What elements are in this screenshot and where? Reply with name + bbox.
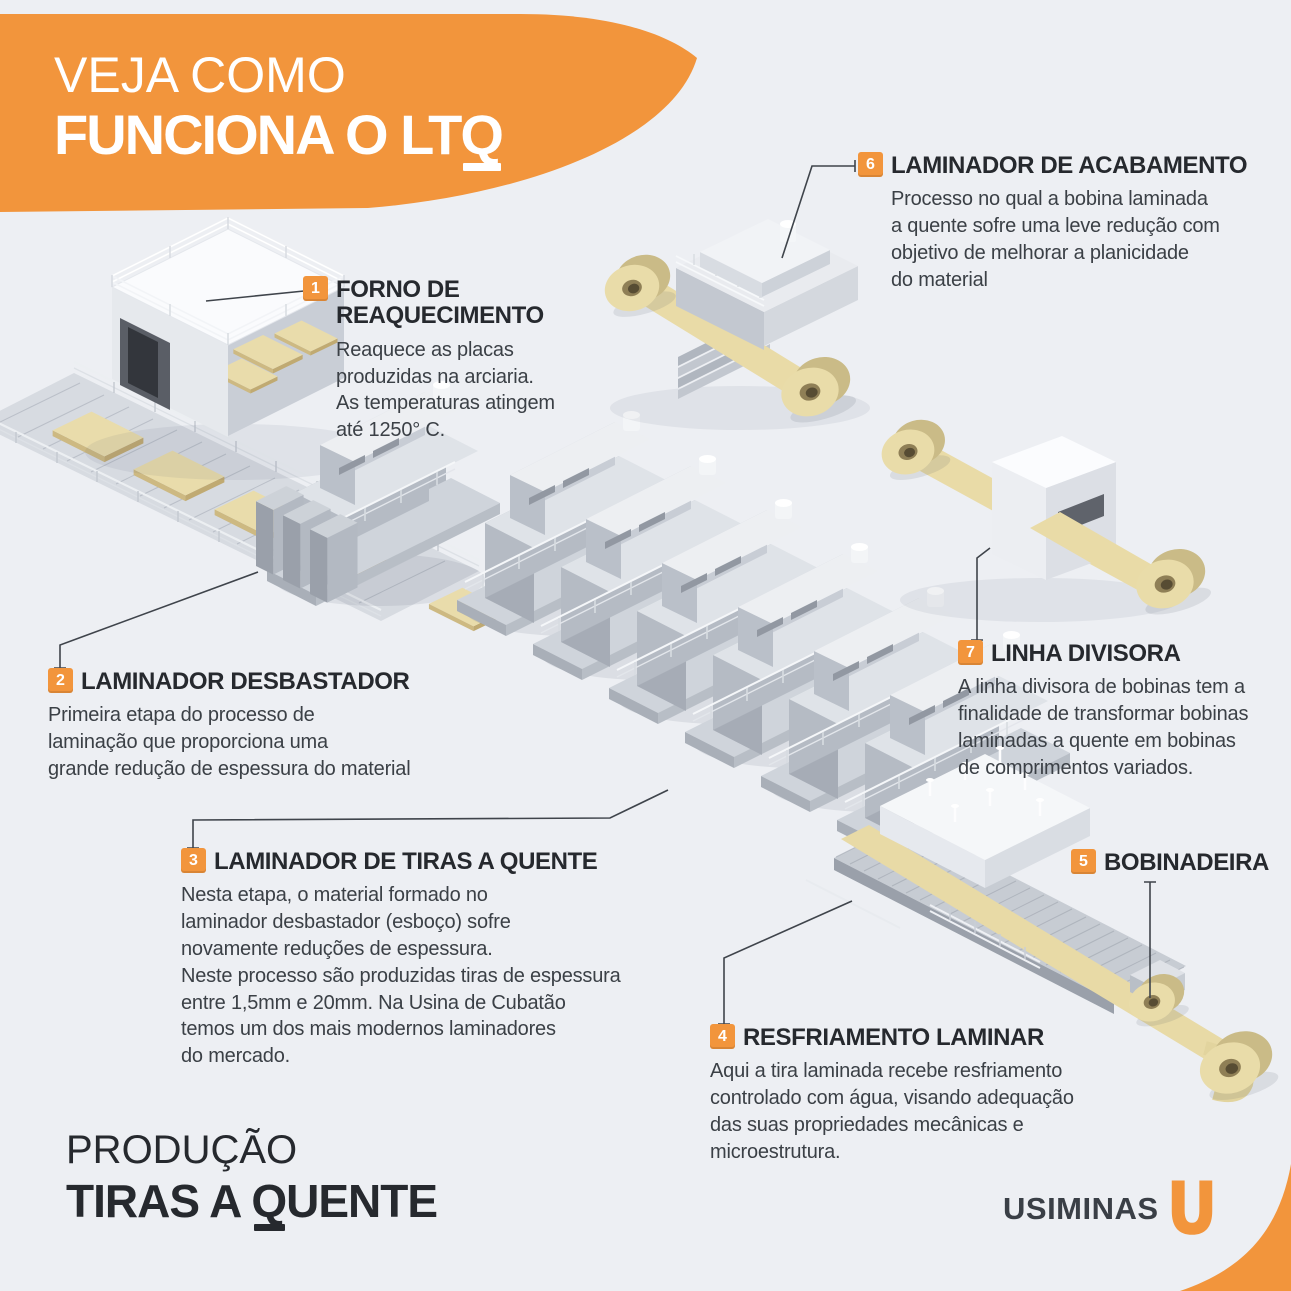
callout-2-badge: 2: [48, 668, 73, 693]
footer-line2-post: UENTE: [286, 1175, 438, 1227]
callout-1-body: Reaquece as placas produzidas na arciari…: [336, 338, 555, 442]
connector-2: [54, 571, 259, 669]
callout-linha-divisora: 7 LINHA DIVISORA A linha divisora de bob…: [958, 640, 1248, 782]
q-letter: Q: [251, 1174, 287, 1231]
page-title: VEJA COMO FUNCIONA O LTQ: [54, 46, 504, 171]
q-underline: [463, 163, 501, 171]
laminar-canopy: [880, 746, 1090, 888]
footer-line2-pre: TIRAS A: [66, 1175, 252, 1227]
callout-1-badge: 1: [303, 276, 328, 301]
coiler-group: [1122, 960, 1283, 1107]
runout-cooling: [805, 746, 1283, 1107]
callout-3-badge: 3: [181, 848, 206, 873]
q-letter: Q: [460, 104, 504, 171]
footer-line1: PRODUÇÃO: [66, 1128, 298, 1172]
callout-laminador-de-acabamento: 6 LAMINADOR DE ACABAMENTO Processo no qu…: [858, 152, 1248, 294]
header-blob: [0, 14, 697, 212]
callout-3-title: LAMINADOR DE TIRAS A QUENTE: [214, 848, 598, 875]
callout-7-title: LINHA DIVISORA: [991, 640, 1181, 667]
callout-4-body: Aqui a tira laminada recebe resfriamento…: [710, 1060, 1074, 1163]
callout-4-title: RESFRIAMENTO LAMINAR: [743, 1024, 1044, 1051]
callout-laminador-de-tiras-a-quente: 3 LAMINADOR DE TIRAS A QUENTE Nesta etap…: [181, 848, 621, 1070]
usiminas-wordmark: USIMINAS: [1003, 1191, 1159, 1226]
divider-line-machine: [874, 413, 1215, 622]
connector-5: [1144, 881, 1156, 998]
callout-6-title: LAMINADOR DE ACABAMENTO: [891, 152, 1248, 179]
reheating-furnace: [85, 217, 385, 480]
corner-wedge: [1180, 1164, 1291, 1291]
skin-pass-mill: [597, 219, 870, 430]
callout-7-badge: 7: [958, 640, 983, 665]
callout-6-badge: 6: [858, 152, 883, 177]
callout-resfriamento-laminar: 4 RESFRIAMENTO LAMINAR Aqui a tira lamin…: [710, 1024, 1074, 1166]
callout-1-title: FORNO DE REAQUECIMENTO: [336, 276, 544, 330]
callout-forno-de-reaquecimento: 1 FORNO DE REAQUECIMENTO Reaquece as pla…: [303, 276, 555, 444]
callout-3-body: Nesta etapa, o material formado no lamin…: [181, 884, 621, 1068]
connector-4: [718, 900, 853, 1025]
usiminas-logo: USIMINAS: [1003, 1180, 1215, 1238]
callout-bobinadeira: 5 BOBINADEIRA: [1071, 849, 1269, 876]
callout-5-badge: 5: [1071, 849, 1096, 874]
page-title-line2: FUNCIONA O LTQ: [54, 103, 504, 171]
page-title-line1: VEJA COMO: [54, 47, 346, 103]
strip-band: [625, 278, 821, 396]
callout-6-body: Processo no qual a bobina laminada a que…: [891, 188, 1220, 291]
usiminas-u-icon: [1171, 1180, 1212, 1235]
callout-2-body: Primeira etapa do processo de laminação …: [48, 704, 411, 780]
callout-laminador-desbastador: 2 LAMINADOR DESBASTADOR Primeira etapa d…: [48, 668, 411, 783]
callout-4-badge: 4: [710, 1024, 735, 1049]
callout-5-title: BOBINADEIRA: [1104, 849, 1269, 876]
callout-7-body: A linha divisora de bobinas tem a finali…: [958, 676, 1249, 779]
q-underline: [254, 1224, 286, 1231]
connector-3: [187, 789, 669, 849]
callout-2-title: LAMINADOR DESBASTADOR: [81, 668, 410, 695]
connector-6: [781, 160, 856, 259]
page-title-line2-text: FUNCIONA O LT: [54, 103, 462, 166]
